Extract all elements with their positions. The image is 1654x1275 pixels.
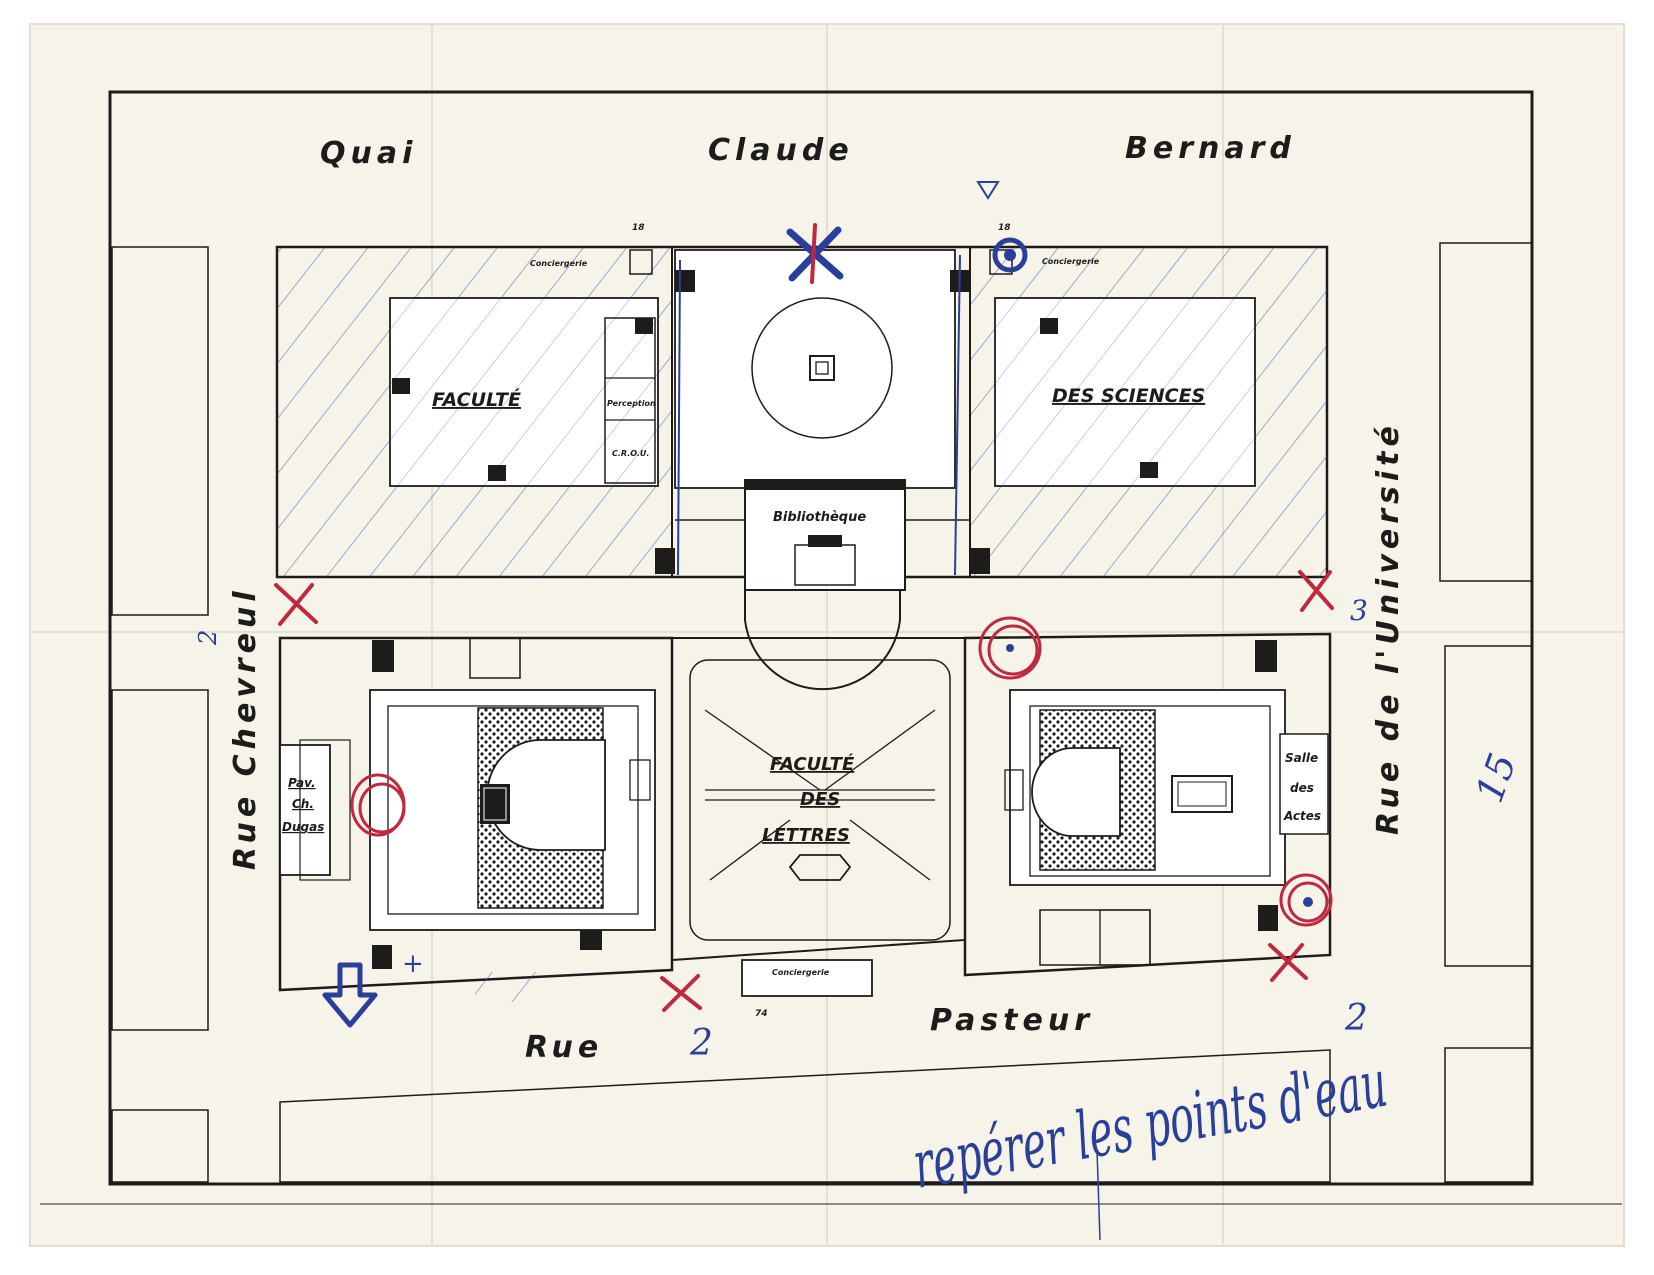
hand-mark-3-east: 3 <box>1350 594 1368 627</box>
neighbor-block <box>1439 242 1533 582</box>
street-universite: Rue de l'Université <box>1371 421 1406 835</box>
neighbor-block-south <box>279 1049 1331 1183</box>
red-circle-marker <box>350 616 1333 927</box>
street-pasteur: Pasteur <box>930 1003 1094 1038</box>
faculte-des-lettres <box>278 632 1332 997</box>
neighbor-block <box>111 1109 209 1183</box>
red-cross-marker <box>274 570 1334 1012</box>
label-pavillon-3: Dugas <box>282 820 324 834</box>
ramp-hatch <box>475 972 545 1002</box>
label-salle-1: Salle <box>1285 751 1318 765</box>
blue-cross-marker <box>786 223 844 284</box>
street-claude: Claude <box>708 133 854 168</box>
label-faculte-lettres-3: LETTRES <box>762 825 850 846</box>
label-faculte-lettres-2: DES <box>800 789 840 810</box>
neighbor-block <box>1444 645 1533 967</box>
label-pavillon-2: Ch. <box>292 797 314 811</box>
street-bernard: Bernard <box>1125 131 1296 166</box>
hand-mark-2-south: 2 <box>689 1023 713 1064</box>
salle-des-actes-building <box>1279 733 1329 835</box>
street-quai: Quai <box>320 136 417 171</box>
street-rue-south: Rue <box>525 1030 603 1065</box>
street-chevreul: Rue Chevreul <box>228 586 263 870</box>
label-conciergerie-nw: Conciergerie <box>530 259 588 268</box>
faculte-des-sciences <box>275 245 1329 691</box>
conciergerie-south-building <box>741 959 873 997</box>
hand-mark-2-west: 2 <box>194 630 222 646</box>
hand-mark-plus: + <box>402 949 424 979</box>
label-faculte-sciences-right: DES SCIENCES <box>1052 385 1205 407</box>
label-bibliotheque: Bibliothèque <box>773 510 866 525</box>
blue-arrow-ne <box>976 181 1000 200</box>
basin-octagon <box>788 854 852 881</box>
blue-down-arrow <box>322 962 378 1028</box>
label-salle-3: Actes <box>1283 809 1321 823</box>
semicircle-lawn <box>744 590 901 691</box>
central-fountain-circle <box>751 297 893 439</box>
pavillon-dugas-building <box>279 744 331 876</box>
neighbor-block <box>111 689 209 1031</box>
neighbor-block <box>1444 1047 1533 1183</box>
label-salle-2: des <box>1290 781 1314 795</box>
label-pavillon-1: Pav. <box>288 776 316 790</box>
blue-circle-marker <box>992 237 1028 273</box>
hand-mark-2-southeast: 2 <box>1344 998 1368 1039</box>
label-faculte-sciences-left: FACULTÉ <box>432 388 521 411</box>
label-faculte-lettres-1: FACULTÉ <box>770 753 855 775</box>
blue-dot <box>1004 249 1016 261</box>
neighbor-block <box>111 246 209 616</box>
number-north-gate-left: 18 <box>632 223 645 233</box>
number-north-gate-right: 18 <box>998 223 1011 233</box>
label-conciergerie-s: Conciergerie <box>772 968 830 977</box>
label-perception: Perception <box>607 399 656 408</box>
label-conciergerie-ne: Conciergerie <box>1042 257 1100 266</box>
label-crou: C.R.O.U. <box>612 449 649 458</box>
number-south-gate: 74 <box>755 1009 768 1019</box>
map-frame <box>108 90 1534 1186</box>
